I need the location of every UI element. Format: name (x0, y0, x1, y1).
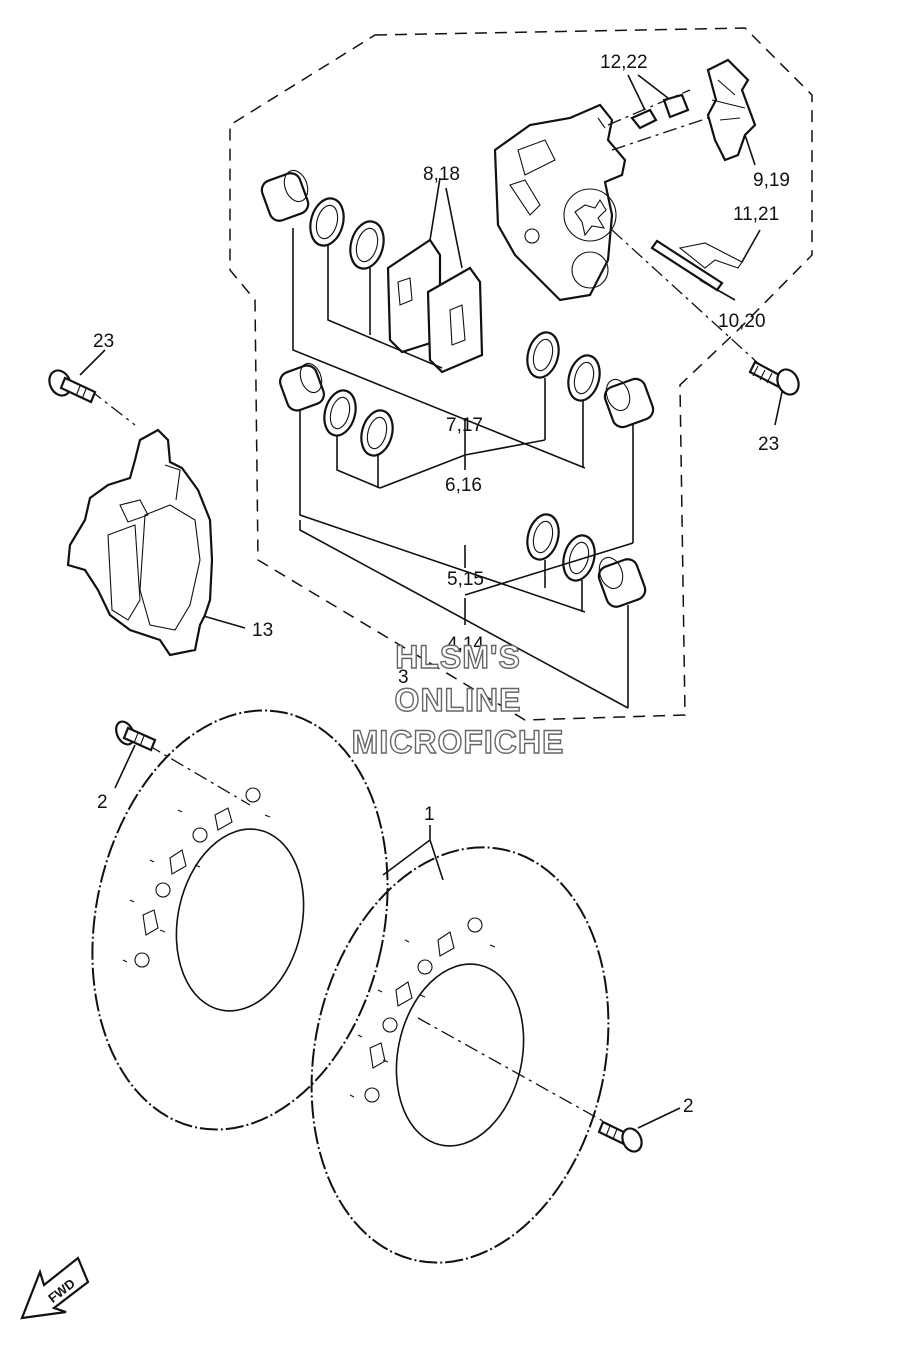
brake-disc-right (310, 846, 610, 1264)
label-11-21: 11,21 (733, 204, 779, 225)
label-7-17: 7,17 (446, 415, 483, 436)
brake-pads (386, 238, 484, 374)
leader-lines (79, 74, 783, 1129)
label-13: 13 (252, 620, 273, 641)
watermark-line-3: MICROFICHE (352, 724, 565, 760)
forward-arrow-icon: FWD (20, 1256, 90, 1320)
label-6-16: 6,16 (445, 475, 482, 496)
label-2-right: 2 (683, 1096, 694, 1117)
pad-pin-and-clip (650, 239, 743, 292)
piston-seal-stack (260, 169, 655, 608)
right-caliper-body (493, 103, 627, 302)
label-1: 1 (424, 804, 435, 825)
label-10-20: 10,20 (718, 311, 766, 332)
caliper-kit-outline (229, 27, 813, 721)
brake-disc-left (91, 709, 389, 1131)
left-caliper-assembly (66, 428, 214, 657)
label-9-19: 9,19 (753, 170, 790, 191)
label-4-14: 4,14 (447, 634, 484, 655)
label-2-left: 2 (97, 792, 108, 813)
caliper-bolt-left (48, 369, 97, 404)
watermark: HLSM'S ONLINE MICROFICHE (351, 638, 565, 760)
pad-spring (706, 58, 757, 162)
label-12-22: 12,22 (600, 52, 648, 73)
watermark-line-2: ONLINE (395, 682, 522, 718)
label-5-15: 5,15 (447, 569, 484, 590)
assembly-axes (89, 89, 761, 1126)
watermark-line-1: HLSM'S (395, 639, 521, 675)
disc-bolt-left (115, 720, 157, 752)
label-23-left: 23 (93, 331, 114, 352)
disc-bolt-right (597, 1120, 643, 1153)
caliper-bolt-right (748, 360, 800, 396)
label-23-right: 23 (758, 434, 779, 455)
label-3: 3 (398, 667, 409, 688)
label-8-18: 8,18 (423, 164, 460, 185)
